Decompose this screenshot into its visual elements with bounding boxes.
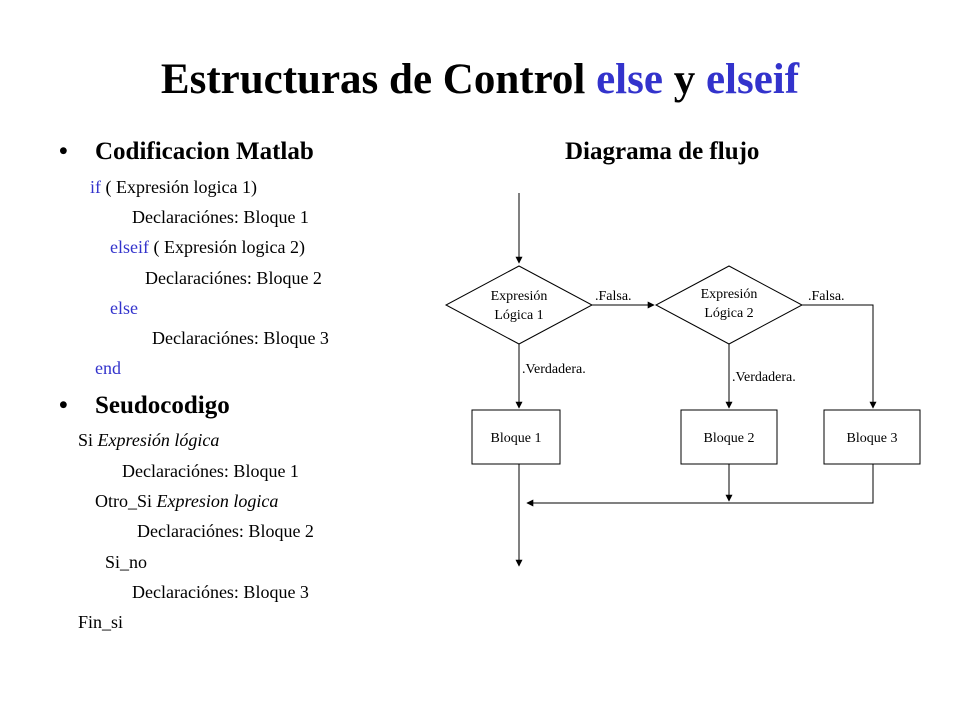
pseudo-si-condition: Expresión lógica [97, 430, 220, 450]
code-if-condition: ( Expresión logica 1) [101, 177, 257, 197]
pseudo-line-si-no: Si_no [105, 552, 148, 572]
false-2-arrow [802, 304, 877, 409]
code-line-block3: Declaraciónes: Bloque 3 [152, 328, 329, 348]
pseudo-line-block1: Declaraciónes: Bloque 1 [122, 461, 299, 481]
decision-1-label-line1: Expresión [491, 289, 548, 304]
decision-1-diamond [444, 265, 594, 345]
code-line-end: end [95, 357, 121, 379]
flow-heading: Diagrama de flujo [565, 138, 760, 165]
pseudo-heading-text: Seudocodigo [95, 392, 230, 419]
block-3-merge-line [526, 464, 874, 507]
pseudo-heading: • Seudocodigo [59, 391, 230, 421]
code-line-if: if ( Expresión logica 1) [90, 176, 257, 198]
decision-2-label-line2: Lógica 2 [704, 306, 753, 321]
decision-2-label-line1: Expresión [701, 287, 758, 302]
bullet-icon: • [59, 392, 68, 419]
bullet-icon: • [59, 138, 68, 165]
title-middle: y [662, 56, 706, 103]
matlab-heading-text: Codificacion Matlab [95, 138, 314, 165]
code-line-block2: Declaraciónes: Bloque 2 [145, 268, 322, 288]
pseudo-otro-si-condition: Expresion logica [156, 491, 279, 511]
block-2-label: Bloque 2 [704, 431, 755, 446]
pseudo-otro-si-keyword: Otro_Si [95, 491, 157, 511]
title-prefix: Estructuras de Control [160, 56, 597, 103]
pseudo-line-fin-si: Fin_si [78, 612, 124, 632]
code-keyword-elseif: elseif [110, 237, 149, 257]
block-3-box [823, 409, 921, 465]
page-title: Estructuras de Control else y elseif [0, 52, 960, 108]
code-line-elseif: elseif ( Expresión logica 2) [110, 236, 305, 258]
false-1-label: .Falsa. [595, 289, 632, 304]
code-keyword-if: if [90, 177, 101, 197]
pseudo-line-otro-si: Otro_Si Expresion logica [95, 490, 278, 512]
pseudo-line-block2: Declaraciónes: Bloque 2 [137, 521, 314, 541]
true-1-label: .Verdadera. [522, 362, 586, 377]
code-keyword-else: else [110, 298, 138, 318]
block-3-label: Bloque 3 [847, 431, 898, 446]
block-1-label: Bloque 1 [491, 431, 542, 446]
true-2-label: .Verdadera. [732, 370, 796, 385]
decision-1-label-line2: Lógica 1 [494, 308, 543, 323]
pseudo-line-si: Si Expresión lógica [78, 429, 219, 451]
matlab-heading: • Codificacion Matlab [59, 137, 314, 167]
decision-2-diamond [654, 265, 804, 345]
code-line-block1: Declaraciónes: Bloque 1 [132, 207, 309, 227]
code-line-else: else [110, 297, 138, 319]
title-keyword-else: else [596, 56, 663, 103]
pseudo-line-block3: Declaraciónes: Bloque 3 [132, 582, 309, 602]
block-2-box [680, 409, 778, 465]
code-elseif-condition: ( Expresión logica 2) [148, 237, 305, 257]
false-2-label: .Falsa. [808, 289, 845, 304]
title-keyword-elseif: elseif [705, 56, 800, 103]
block-1-box [471, 409, 561, 465]
code-keyword-end: end [95, 358, 121, 378]
pseudo-si-keyword: Si [78, 430, 98, 450]
